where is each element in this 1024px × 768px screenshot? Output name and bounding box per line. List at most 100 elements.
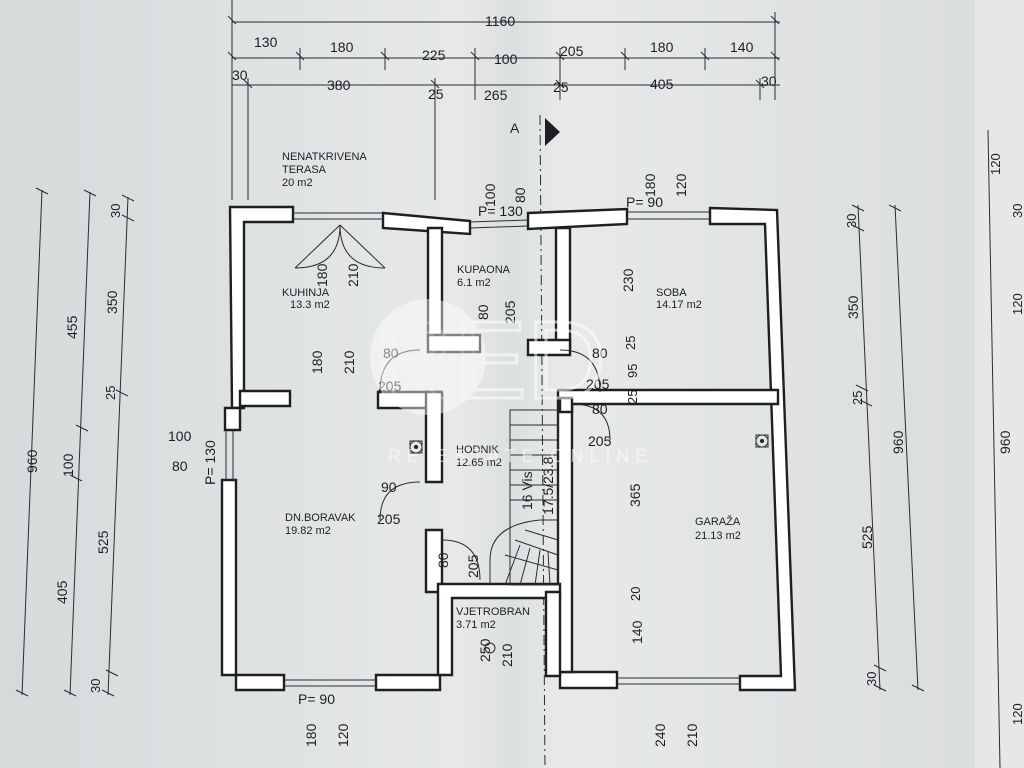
- dim-top-130: 130: [254, 34, 278, 50]
- dim-top-25b: 25: [553, 79, 569, 95]
- dim-top-405: 405: [650, 76, 674, 92]
- dim-edge-120a: 120: [988, 153, 1003, 175]
- garage-side-140: 140: [629, 620, 645, 644]
- door-swings: [294, 224, 769, 654]
- dim-left-30a: 30: [108, 204, 123, 218]
- dim-left-525: 525: [95, 530, 111, 554]
- terrace-area: 20 m2: [282, 177, 313, 189]
- kitchen-in-210: 210: [341, 350, 357, 374]
- bedroom-area: 14.17 m2: [656, 299, 702, 311]
- paper-fold-right: [975, 0, 1024, 768]
- dim-right-350: 350: [845, 295, 861, 319]
- garage-bottom-210: 210: [684, 723, 700, 747]
- living-bottom-120: 120: [335, 723, 351, 747]
- dim-left-350: 350: [104, 290, 120, 314]
- top-dimensions: 1160 130 180 225 100 205 180 140 30 380 …: [227, 0, 780, 200]
- dim-total-top: 1160: [485, 13, 515, 29]
- living-win-100: 100: [168, 428, 192, 444]
- right-dimensions: 30 350 25 525 30 960 120 30 120 960 120: [844, 129, 1024, 768]
- left-dimensions: 960 455 100 405 30 350 25 525 30: [15, 187, 135, 697]
- dim-top-225: 225: [422, 47, 446, 63]
- dim-top-25: 25: [428, 86, 444, 102]
- stairs-dim: 17.5/23.8: [540, 456, 556, 515]
- watermark-letters: RED: [374, 299, 606, 422]
- bed-side-25b: 25: [625, 390, 640, 404]
- dim-top-140: 140: [730, 39, 754, 55]
- bathroom-name: KUPAONA: [457, 264, 511, 276]
- windbreak-area: 3.71 m2: [456, 619, 496, 631]
- kitchen-in-205: 205: [378, 378, 402, 394]
- bath-door-80: 80: [475, 304, 491, 320]
- hall-area: 12.65 m2: [456, 457, 502, 469]
- bath-win-100: 100: [482, 183, 498, 207]
- stairs-count: 16 Vis: [519, 471, 535, 510]
- garage-door-80: 80: [592, 401, 608, 417]
- living-door-205: 205: [377, 511, 401, 527]
- bed-win-p: P= 90: [626, 194, 663, 210]
- kitchen-area: 13.3 m2: [290, 299, 330, 311]
- bed-win-180: 180: [642, 173, 658, 197]
- opening-dimensions: 180 210 100 80 P= 130 180 120 P= 90 80 2…: [168, 173, 700, 747]
- dim-edge-960: 960: [997, 430, 1013, 454]
- watermark-tagline: RE ESTATE ONLINE: [388, 446, 653, 466]
- dim-top-205: 205: [560, 43, 584, 59]
- living-door-90: 90: [381, 479, 397, 495]
- windows: [225, 211, 740, 687]
- dim-right-30a: 30: [844, 214, 859, 228]
- windbreak-name: VJETROBRAN: [456, 606, 530, 618]
- dim-right-525: 525: [859, 525, 875, 549]
- kitchen-door-180: 180: [314, 263, 330, 287]
- dim-left-100: 100: [60, 453, 76, 477]
- dim-top-180b: 180: [650, 39, 674, 55]
- living-win-80: 80: [172, 458, 188, 474]
- section-marker: A: [510, 120, 520, 136]
- bed-side-230: 230: [620, 268, 636, 292]
- garage-area: 21.13 m2: [695, 530, 741, 542]
- garage-door-205: 205: [588, 433, 612, 449]
- kitchen-door-210: 210: [345, 263, 361, 287]
- room-labels: NENATKRIVENA TERASA 20 m2 KUHINJA 13.3 m…: [282, 151, 741, 631]
- terrace-name-2: TERASA: [282, 164, 327, 176]
- bath-win-80: 80: [512, 187, 528, 203]
- bath-door-205: 205: [502, 300, 518, 324]
- living-win-p: P= 130: [202, 440, 218, 485]
- living-name: DN.BORAVAK: [285, 512, 356, 524]
- dim-right-960: 960: [890, 430, 906, 454]
- terrace-name-1: NENATKRIVENA: [282, 151, 367, 163]
- kitchen-in-180: 180: [309, 350, 325, 374]
- living-bottom-p: P= 90: [298, 691, 335, 707]
- kitchen-name: KUHINJA: [282, 287, 330, 299]
- garage-side-365: 365: [627, 483, 643, 507]
- staircase: [489, 409, 559, 586]
- bed-side-95: 95: [625, 364, 640, 378]
- bed-win-120: 120: [673, 173, 689, 197]
- hall-name: HODNIK: [456, 444, 499, 456]
- dim-left-30b: 30: [88, 679, 103, 693]
- bed-side-25a: 25: [623, 336, 638, 350]
- dim-edge-120c: 120: [1010, 703, 1024, 725]
- dim-edge-120b: 120: [1010, 293, 1024, 315]
- hall-door-205: 205: [465, 554, 481, 578]
- dim-left-960: 960: [24, 449, 40, 473]
- garage-name: GARAŽA: [695, 515, 741, 528]
- dim-top-180: 180: [330, 39, 354, 55]
- dim-top-380: 380: [327, 77, 351, 93]
- dim-right-25: 25: [850, 391, 865, 405]
- windbreak-210: 210: [499, 643, 515, 667]
- dim-edge-30: 30: [1010, 204, 1024, 218]
- dim-top-30b: 30: [761, 73, 777, 89]
- living-area: 19.82 m2: [285, 525, 331, 537]
- dim-left-405: 405: [54, 580, 70, 604]
- bed-door-205: 205: [586, 376, 610, 392]
- living-bottom-180: 180: [303, 723, 319, 747]
- dim-top-265: 265: [484, 87, 508, 103]
- dim-left-25: 25: [103, 386, 118, 400]
- kitchen-in-80: 80: [383, 345, 399, 361]
- dim-right-30b: 30: [864, 672, 879, 686]
- garage-side-20: 20: [628, 587, 643, 601]
- bathroom-area: 6.1 m2: [457, 277, 491, 289]
- garage-bottom-240: 240: [652, 723, 668, 747]
- hall-door-80: 80: [435, 552, 451, 568]
